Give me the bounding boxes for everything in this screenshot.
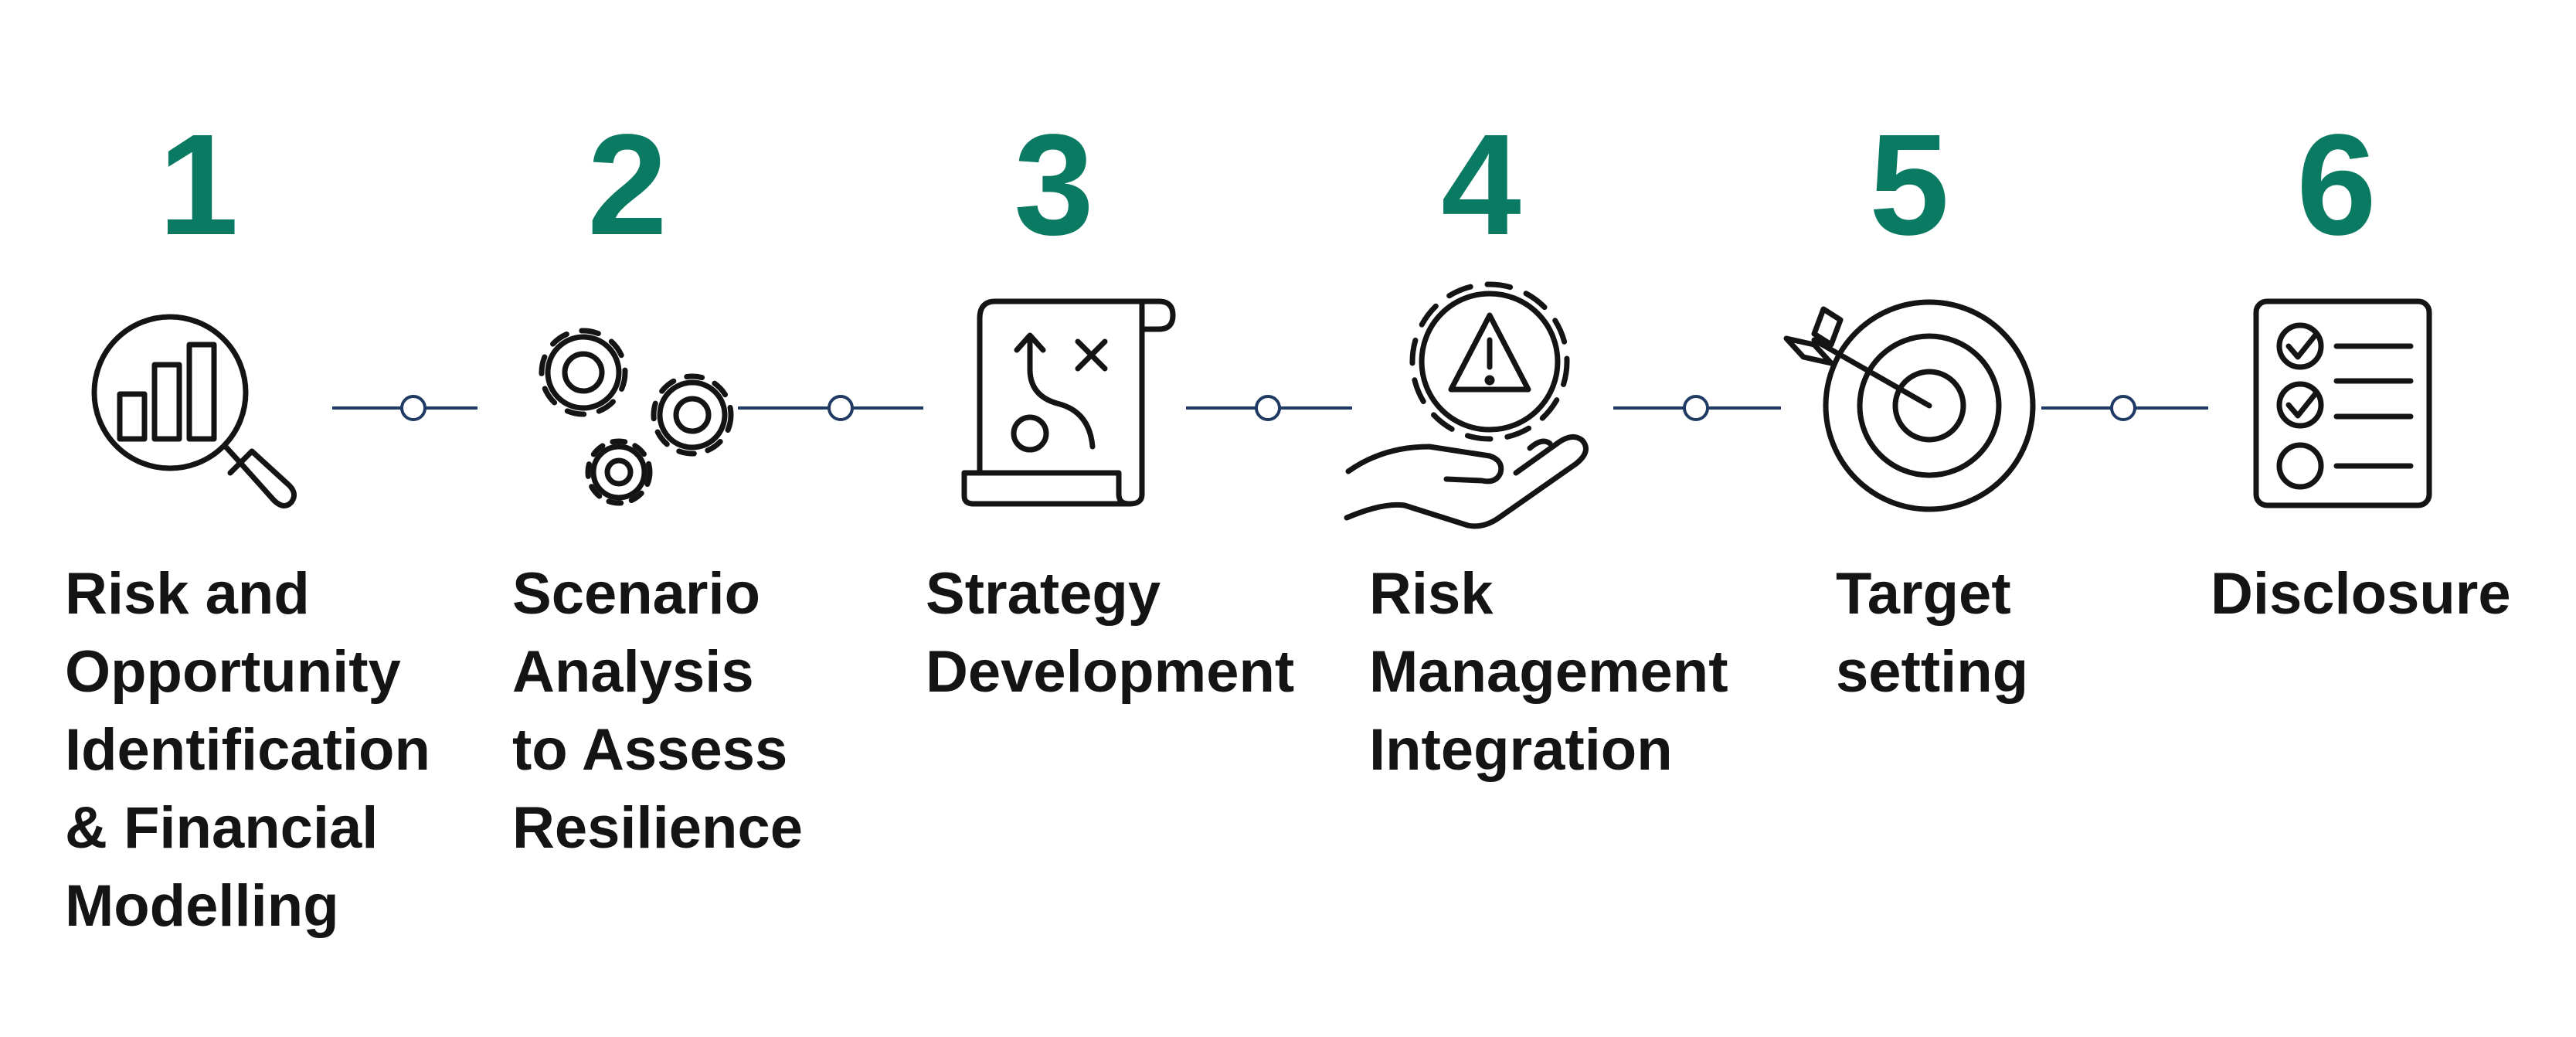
step-3-number: 3 <box>1014 105 1094 265</box>
connector-5-6 <box>2041 395 2208 421</box>
step-6-label: Disclosure <box>2211 561 2511 627</box>
step-2-number: 2 <box>587 105 668 265</box>
magnifier-bar-chart-icon <box>91 314 297 508</box>
strategy-map-scroll-icon <box>961 298 1176 507</box>
step-2-label: Scenario Analysis to Assess Resilience <box>512 561 803 861</box>
hand-gear-warning-icon <box>1344 281 1589 529</box>
step-4-label: Risk Management Integration <box>1369 561 1728 783</box>
step-3-label: Strategy Development <box>926 561 1295 705</box>
step-6-number: 6 <box>2296 105 2377 265</box>
step-1-label: Risk and Opportunity Identification & Fi… <box>65 561 430 939</box>
connector-4-5 <box>1613 395 1781 421</box>
checklist-icon <box>2253 298 2432 508</box>
gears-icon <box>539 328 734 506</box>
step-5-number: 5 <box>1869 105 1949 265</box>
connector-2-3 <box>738 395 923 421</box>
connector-3-4 <box>1186 395 1352 421</box>
step-1-number: 1 <box>158 105 239 265</box>
connector-1-2 <box>332 395 477 421</box>
step-5-label: Target setting <box>1836 561 2029 705</box>
target-arrow-icon <box>1783 299 2036 512</box>
step-4-number: 4 <box>1441 105 1521 265</box>
